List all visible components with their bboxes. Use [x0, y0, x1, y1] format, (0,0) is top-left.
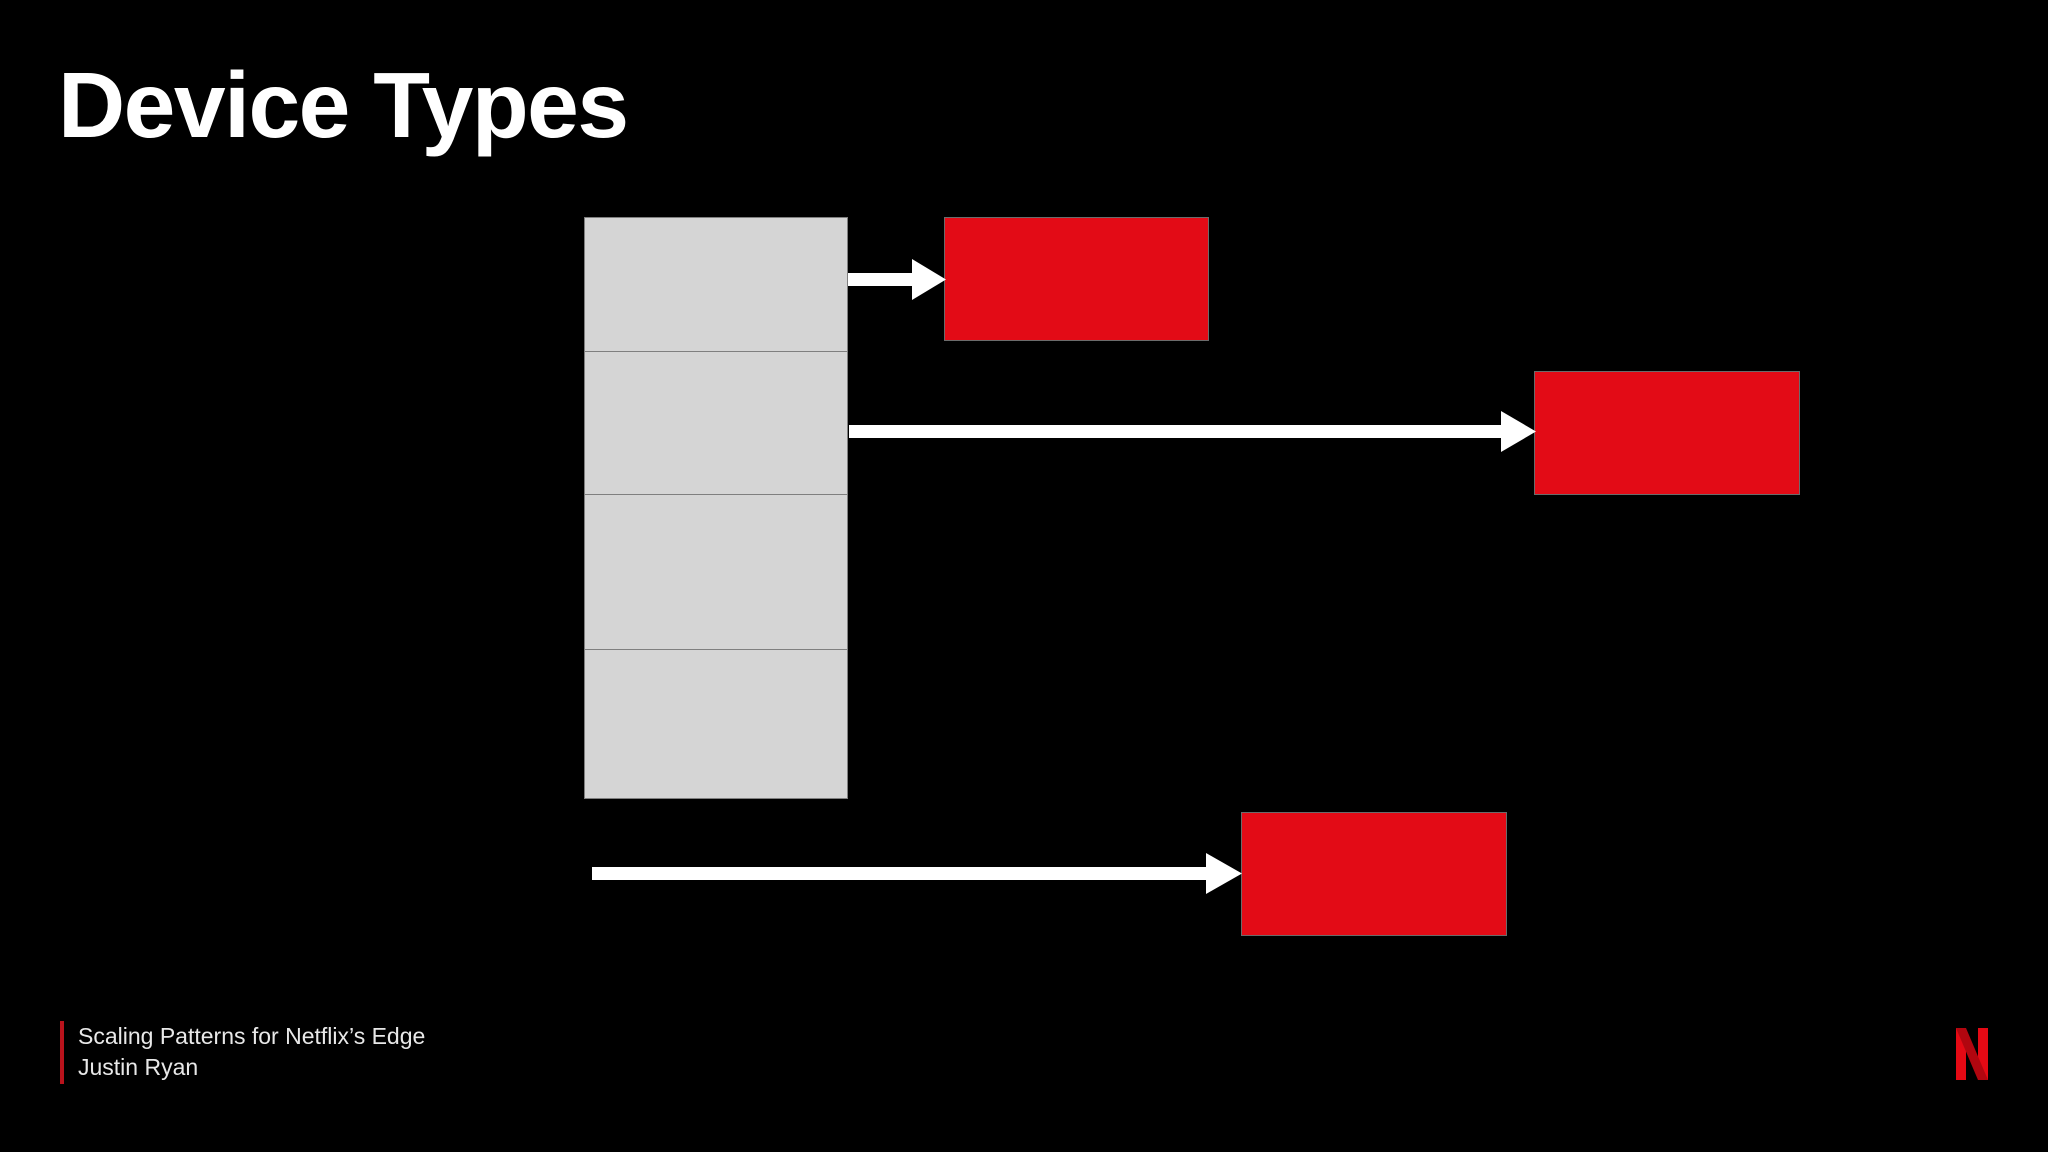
- red-box-bottom[interactable]: [1241, 812, 1507, 936]
- stack-layer-1[interactable]: [584, 217, 848, 352]
- page-title: Device Types: [58, 53, 629, 157]
- footer-talk-title: Scaling Patterns for Netflix’s Edge: [78, 1022, 426, 1049]
- stack-layer-4[interactable]: [584, 649, 848, 799]
- arrow-3: [592, 853, 1242, 894]
- stack-layer-3[interactable]: [584, 494, 848, 650]
- stack-layer-2[interactable]: [584, 351, 848, 495]
- device-stack: [584, 217, 848, 801]
- arrow-1: [848, 259, 946, 300]
- footer: Scaling Patterns for Netflix’s Edge Just…: [60, 1020, 425, 1084]
- netflix-logo: [1956, 1028, 1988, 1080]
- red-box-right[interactable]: [1534, 371, 1800, 495]
- footer-text: Scaling Patterns for Netflix’s Edge Just…: [78, 1021, 425, 1084]
- footer-speaker-name: Justin Ryan: [78, 1054, 199, 1081]
- arrow-2: [849, 411, 1536, 452]
- footer-accent-bar: [60, 1020, 64, 1084]
- red-box-top[interactable]: [944, 217, 1209, 341]
